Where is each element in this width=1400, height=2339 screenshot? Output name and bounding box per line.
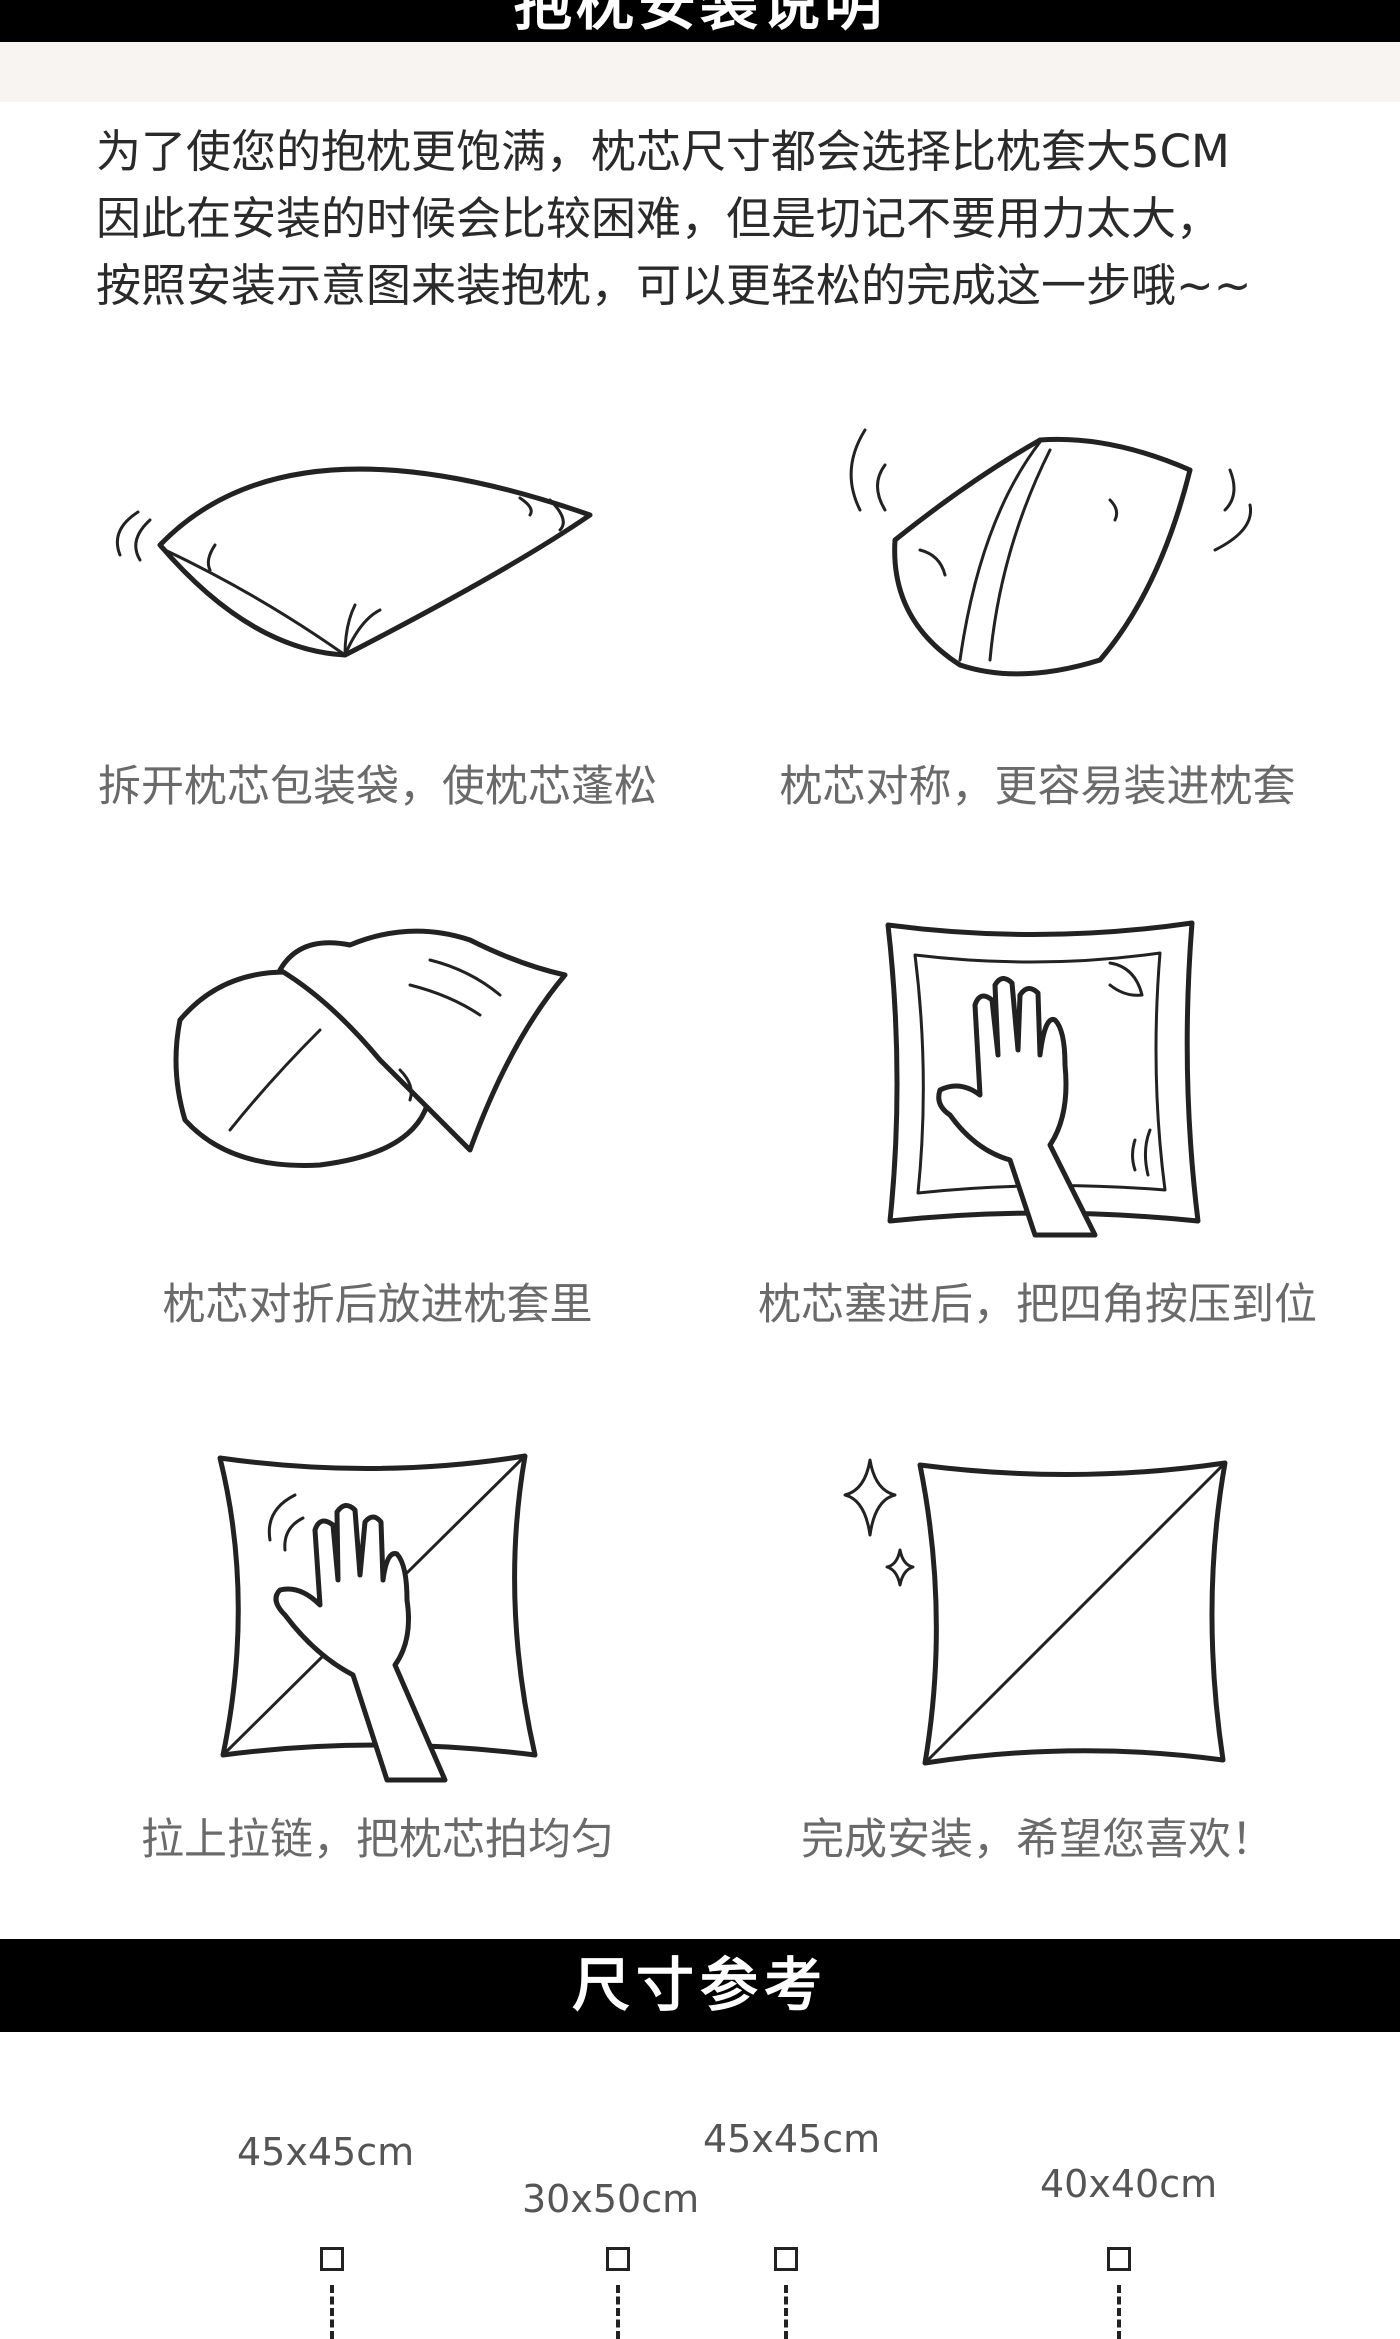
size-marker-icon [606,2247,630,2271]
fluffing-pillow-icon [115,466,593,658]
dashed-line [330,2285,334,2339]
intro-line: 为了使您的抱枕更饱满，枕芯尺寸都会选择比枕套大5CM [96,125,1230,178]
section-header-install: 抱枕安装说明 [0,0,1400,42]
header-strip [0,42,1400,102]
step-caption: 拆开枕芯包装袋，使枕芯蓬松 [98,762,657,812]
press-corners-icon [885,920,1201,1238]
folded-pillow-icon [849,428,1253,677]
finished-pillow-icon [843,1458,1228,1766]
size-marker-icon [774,2247,798,2271]
intro-line: 因此在安装的时候会比较困难，但是切记不要用力太大， [96,192,1222,245]
step-caption: 枕芯对称，更容易装进枕套 [779,762,1296,812]
install-title: 抱枕安装说明 [513,0,886,38]
step-caption: 枕芯塞进后，把四角按压到位 [758,1280,1317,1330]
size-label: 45x45cm [703,2117,881,2161]
dashed-line [616,2285,620,2339]
insert-into-cover-icon [173,928,568,1168]
size-label: 40x40cm [1040,2162,1218,2206]
size-label: 30x50cm [522,2177,700,2221]
section-header-size: 尺寸参考 [0,1939,1400,2032]
step-caption: 完成安装，希望您喜欢！ [801,1815,1274,1865]
step-caption: 拉上拉链，把枕芯拍均匀 [141,1815,614,1865]
size-marker-icon [320,2247,344,2271]
dashed-line [1117,2285,1121,2339]
size-label: 45x45cm [237,2130,415,2174]
step-caption: 枕芯对折后放进枕套里 [162,1280,593,1330]
intro-line: 按照安装示意图来装抱枕，可以更轻松的完成这一步哦~~ [96,259,1252,312]
size-title: 尺寸参考 [571,1951,828,2019]
pat-pillow-icon [217,1453,538,1783]
size-marker-icon [1107,2247,1131,2271]
intro-text: 为了使您的抱枕更饱满，枕芯尺寸都会选择比枕套大5CM 因此在安装的时候会比较困难… [96,118,1336,319]
dashed-line [784,2285,788,2339]
